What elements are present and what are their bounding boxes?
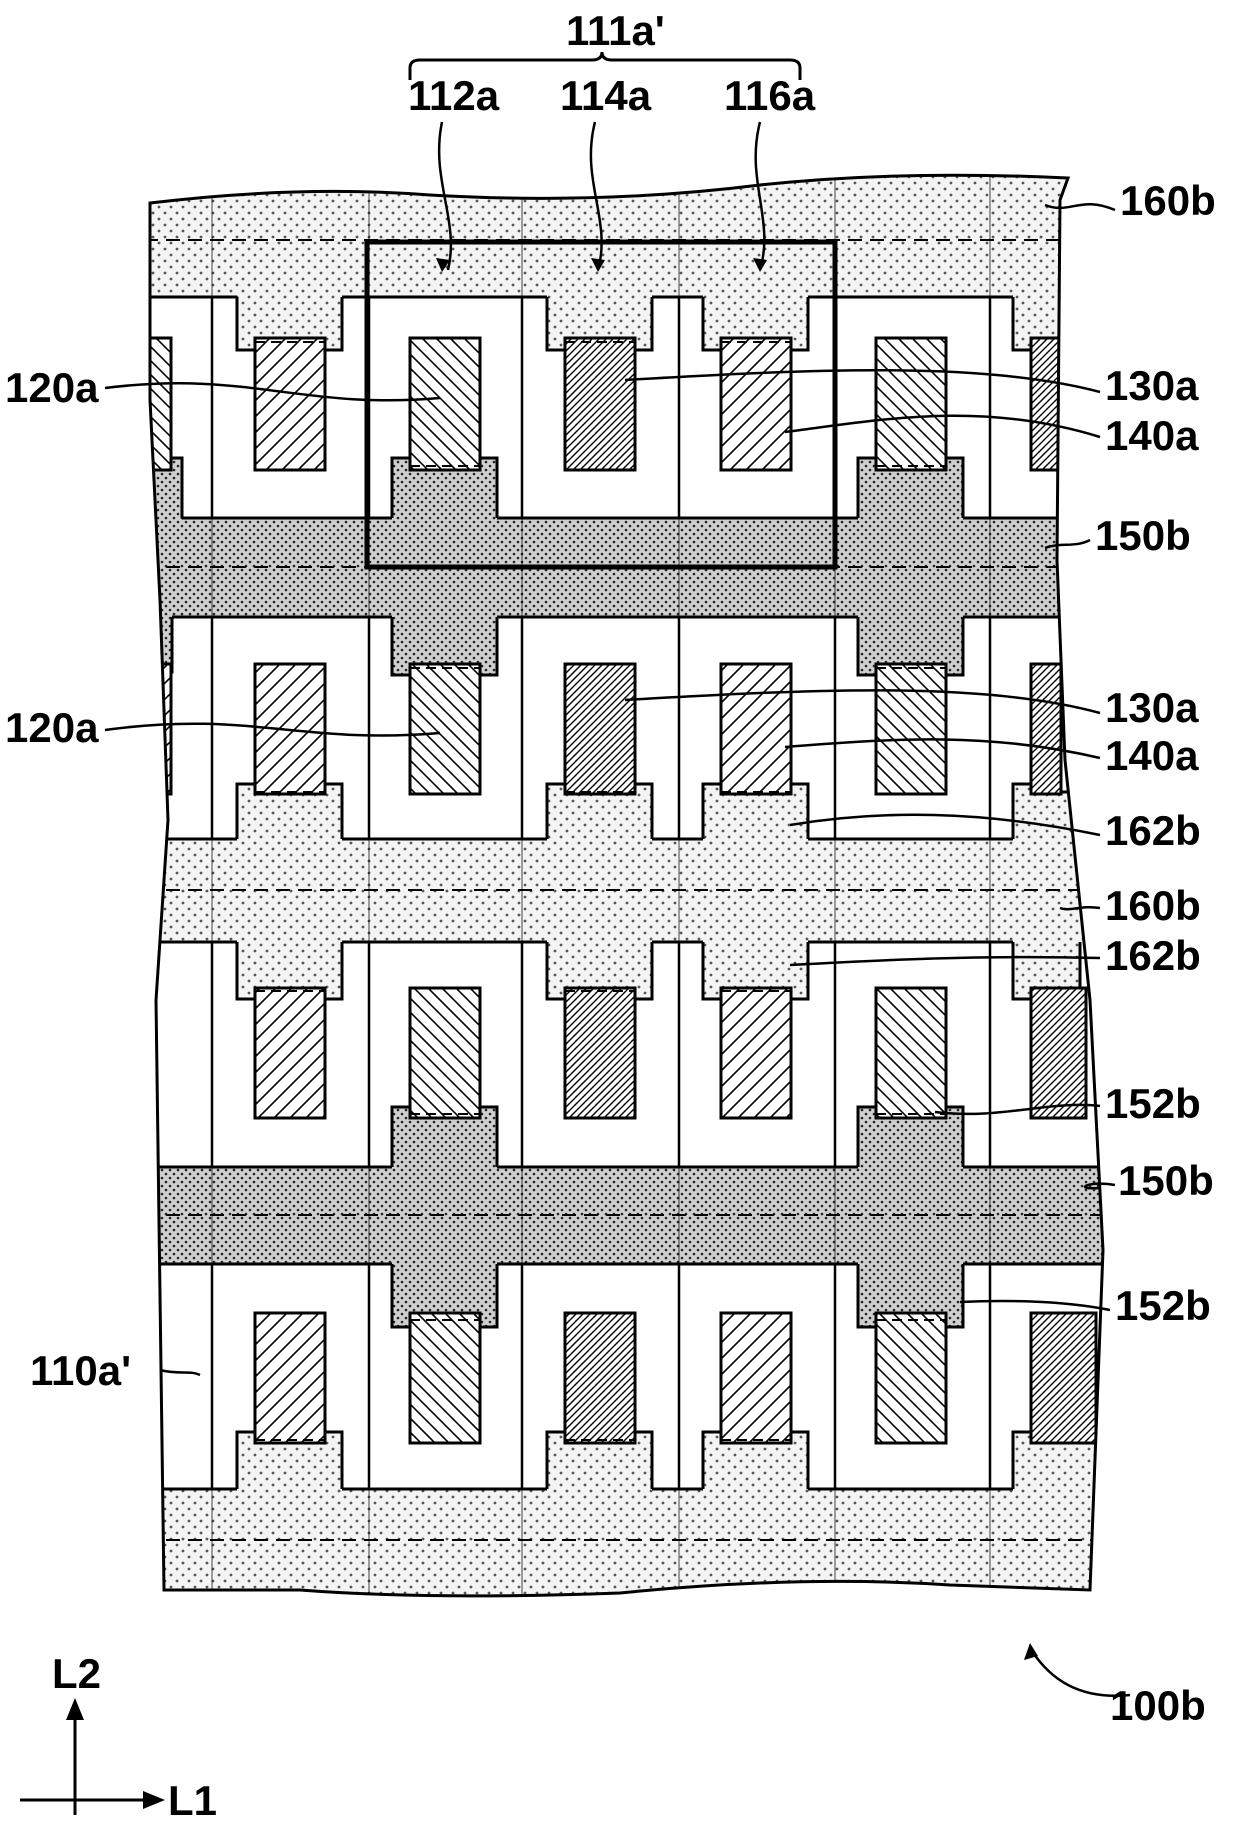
label-100b: 100b bbox=[1110, 1682, 1206, 1729]
label-152b-b: 152b bbox=[1115, 1282, 1211, 1329]
label-162b-b: 162b bbox=[1105, 932, 1201, 979]
axes-indicator: L2 L1 bbox=[20, 1650, 217, 1824]
label-140a-top: 140a bbox=[1105, 412, 1199, 459]
label-160b-top: 160b bbox=[1120, 177, 1216, 224]
label-160b-mid: 160b bbox=[1105, 882, 1201, 929]
label-111a: 111a' bbox=[566, 7, 665, 54]
label-152b-a: 152b bbox=[1105, 1080, 1201, 1127]
label-150b-top: 150b bbox=[1095, 512, 1191, 559]
label-130a-top: 130a bbox=[1105, 362, 1199, 409]
axis-label-l1: L1 bbox=[168, 1777, 217, 1824]
label-140a-mid: 140a bbox=[1105, 732, 1199, 779]
label-110a: 110a' bbox=[30, 1347, 131, 1394]
label-120a-mid: 120a bbox=[5, 704, 99, 751]
label-114a: 114a bbox=[560, 72, 652, 119]
label-120a-top: 120a bbox=[5, 364, 99, 411]
layout-panel bbox=[100, 150, 1140, 1630]
axis-label-l2: L2 bbox=[52, 1650, 101, 1697]
label-112a: 112a bbox=[408, 72, 500, 119]
label-162b-a: 162b bbox=[1105, 807, 1201, 854]
label-150b-bot: 150b bbox=[1118, 1157, 1214, 1204]
label-116a: 116a bbox=[724, 72, 816, 119]
label-130a-mid: 130a bbox=[1105, 684, 1199, 731]
